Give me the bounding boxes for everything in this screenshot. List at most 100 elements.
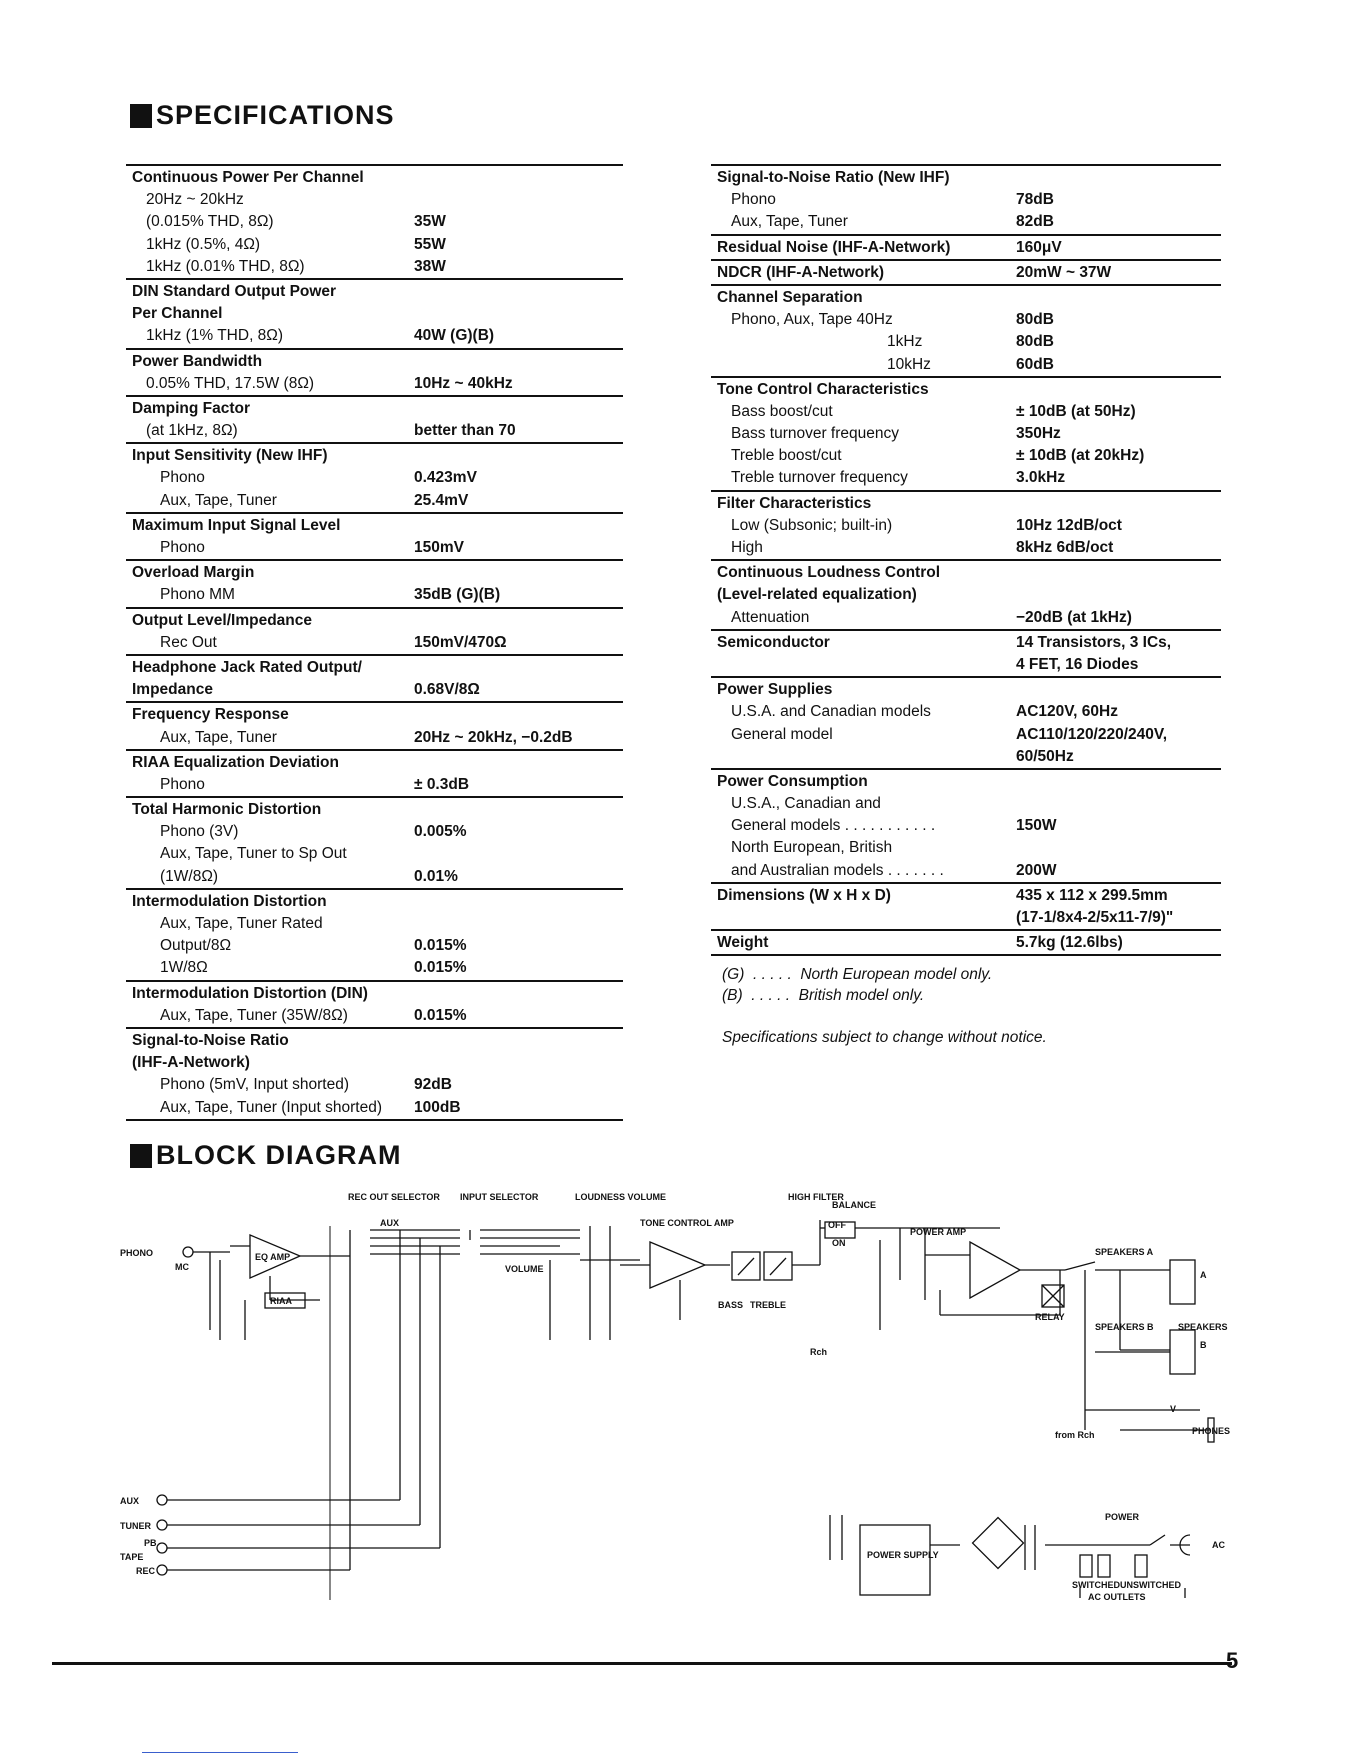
spec-label: Continuous Power Per Channel bbox=[132, 169, 364, 186]
note-subject-to-change: Specifications subject to change without… bbox=[722, 1029, 1047, 1046]
spec-value: 0.423mV bbox=[414, 469, 477, 487]
spec-label: Power Consumption bbox=[717, 772, 868, 790]
label-rch: Rch bbox=[810, 1347, 827, 1357]
label-pb: PB bbox=[144, 1538, 157, 1548]
spec-value: 160μV bbox=[1016, 238, 1062, 256]
note-b: (B) . . . . . British model only. bbox=[722, 987, 925, 1004]
spec-label: Total Harmonic Distortion bbox=[132, 801, 322, 819]
spec-row: Filter Characteristics bbox=[711, 493, 1221, 515]
spec-label: 1kHz (0.01% THD, 8Ω) bbox=[146, 257, 305, 275]
eq-amp-icon bbox=[249, 1234, 302, 1279]
spec-row: Aux, Tape, Tuner Rated bbox=[126, 913, 623, 935]
spec-label: Phono bbox=[160, 539, 205, 556]
spec-label: Input Sensitivity (New IHF) bbox=[132, 447, 328, 465]
spec-label: High bbox=[731, 539, 763, 556]
label-speakers-a: SPEAKERS A bbox=[1095, 1247, 1154, 1257]
spec-row: Overload Margin bbox=[126, 562, 623, 584]
spec-label: and Australian models . . . . . . . bbox=[731, 861, 944, 879]
spec-label: General models . . . . . . . . . . . bbox=[731, 817, 936, 835]
spec-label: Phono MM bbox=[160, 586, 235, 604]
label-aux: AUX bbox=[120, 1496, 139, 1506]
spec-row: 1kHz (1% THD, 8Ω)40W (G)(B) bbox=[126, 325, 623, 347]
spec-row: Power Consumption bbox=[711, 771, 1221, 793]
spec-label: Rec Out bbox=[160, 633, 217, 651]
spec-row: Residual Noise (IHF-A-Network)160μV bbox=[711, 237, 1221, 259]
spec-value: 10Hz ~ 40kHz bbox=[414, 374, 513, 392]
spec-label: Overload Margin bbox=[132, 564, 255, 582]
spec-label: Phono bbox=[160, 469, 205, 487]
spec-label: Treble turnover frequency bbox=[731, 469, 908, 487]
spec-row: Output Level/Impedance bbox=[126, 610, 623, 632]
spec-value: 0.68V/8Ω bbox=[414, 681, 480, 699]
bass-control-box bbox=[731, 1251, 761, 1281]
spec-label: Intermodulation Distortion (DIN) bbox=[132, 984, 368, 1002]
spec-label: Attenuation bbox=[731, 608, 810, 626]
spec-label: Filter Characteristics bbox=[717, 494, 872, 512]
spec-row: Intermodulation Distortion (DIN) bbox=[126, 983, 623, 1005]
spec-label: U.S.A. and Canadian models bbox=[731, 703, 931, 721]
aux-jack-icon bbox=[156, 1494, 168, 1506]
specs-left-column: Continuous Power Per Channel 20Hz ~ 20kHz… bbox=[126, 164, 623, 1121]
spec-label: Channel Separation bbox=[717, 288, 863, 306]
spec-row: Phono (3V)0.005% bbox=[126, 821, 623, 843]
footer-underline bbox=[142, 1752, 298, 1753]
label-loudness-volume: LOUDNESS VOLUME bbox=[575, 1192, 666, 1202]
spec-row: Per Channel bbox=[126, 303, 623, 325]
spec-row: 20Hz ~ 20kHz bbox=[126, 189, 623, 211]
spec-value: 40W (G)(B) bbox=[414, 327, 495, 345]
spec-row: General models . . . . . . . . . . .150W bbox=[711, 815, 1221, 837]
tone-control-amp-icon bbox=[649, 1241, 707, 1289]
block-diagram-title: BLOCK DIAGRAM bbox=[130, 1140, 401, 1171]
spec-value: 60dB bbox=[1016, 355, 1054, 373]
tape-rec-jack-icon bbox=[156, 1564, 168, 1576]
phones-jack-icon bbox=[1207, 1417, 1215, 1443]
spec-label: Aux, Tape, Tuner bbox=[731, 213, 848, 231]
riaa-box bbox=[264, 1292, 306, 1309]
spec-label: Semiconductor bbox=[717, 633, 830, 651]
label-mc: MC bbox=[175, 1262, 189, 1272]
spec-row: Continuous Loudness Control bbox=[711, 562, 1221, 584]
label-tone-control-amp: TONE CONTROL AMP bbox=[640, 1218, 734, 1228]
label-rec: REC bbox=[136, 1566, 156, 1576]
treble-control-box bbox=[763, 1251, 793, 1281]
speaker-b-terminal bbox=[1169, 1329, 1196, 1375]
spec-row: Maximum Input Signal Level bbox=[126, 515, 623, 537]
label-off: OFF bbox=[828, 1220, 846, 1230]
spec-value: AC120V, 60Hz bbox=[1016, 703, 1118, 721]
spec-row: and Australian models . . . . . . .200W bbox=[711, 860, 1221, 882]
specifications-title: SPECIFICATIONS bbox=[130, 100, 395, 131]
spec-value: 20mW ~ 37W bbox=[1016, 263, 1112, 281]
spec-label: Headphone Jack Rated Output/ bbox=[132, 658, 362, 676]
label-bass: BASS bbox=[718, 1300, 743, 1310]
spec-row: Aux, Tape, Tuner to Sp Out bbox=[126, 843, 623, 865]
spec-value: 100dB bbox=[414, 1098, 461, 1116]
spec-row: Frequency Response bbox=[126, 704, 623, 726]
spec-label: Bass boost/cut bbox=[731, 402, 833, 420]
spec-row: 0.05% THD, 17.5W (8Ω)10Hz ~ 40kHz bbox=[126, 373, 623, 395]
spec-row: Dimensions (W x H x D)435 x 112 x 299.5m… bbox=[711, 885, 1221, 907]
spec-value: 35W bbox=[414, 213, 446, 231]
spec-label: Aux, Tape, Tuner to Sp Out bbox=[160, 845, 347, 863]
spec-row: RIAA Equalization Deviation bbox=[126, 752, 623, 774]
spec-label: Signal-to-Noise Ratio bbox=[132, 1031, 289, 1049]
spec-row: (Level-related equalization) bbox=[711, 584, 1221, 606]
spec-label: (0.015% THD, 8Ω) bbox=[146, 213, 274, 231]
spec-row: U.S.A. and Canadian models AC120V, 60Hz bbox=[711, 701, 1221, 723]
spec-label: General model bbox=[731, 725, 833, 743]
